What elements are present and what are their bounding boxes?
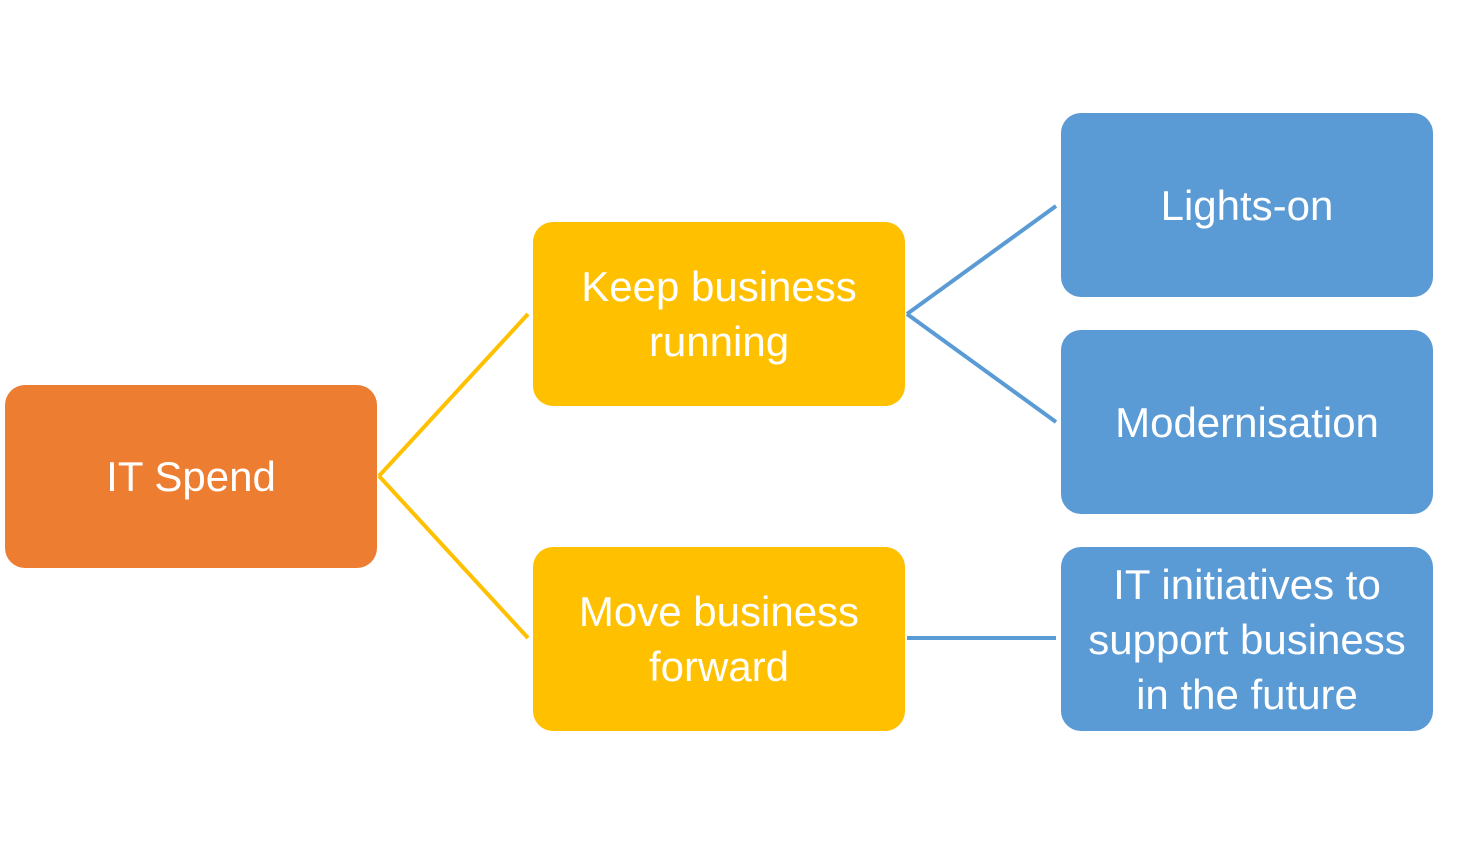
- connector-keep-to-modern: [905, 312, 1058, 424]
- node-it-initiatives: IT initiatives to support business in th…: [1061, 547, 1433, 731]
- node-move-business-forward: Move business forward: [533, 547, 905, 731]
- node-modernisation-label: Modernisation: [1115, 398, 1379, 446]
- node-it-spend: IT Spend: [5, 385, 377, 568]
- connector-root-to-move: [377, 474, 530, 640]
- node-it-initiatives-label: IT initiatives to support business in th…: [1088, 560, 1406, 718]
- connector-root-to-keep: [377, 312, 530, 478]
- node-keep-business-running-label: Keep business running: [581, 263, 857, 365]
- node-lights-on: Lights-on: [1061, 113, 1433, 297]
- node-it-spend-label: IT Spend: [106, 453, 276, 500]
- node-lights-on-label: Lights-on: [1160, 181, 1334, 229]
- node-keep-business-running: Keep business running: [533, 222, 905, 406]
- node-move-business-forward-label: Move business forward: [578, 588, 860, 690]
- node-modernisation: Modernisation: [1061, 330, 1433, 514]
- connector-keep-to-lights: [905, 204, 1058, 316]
